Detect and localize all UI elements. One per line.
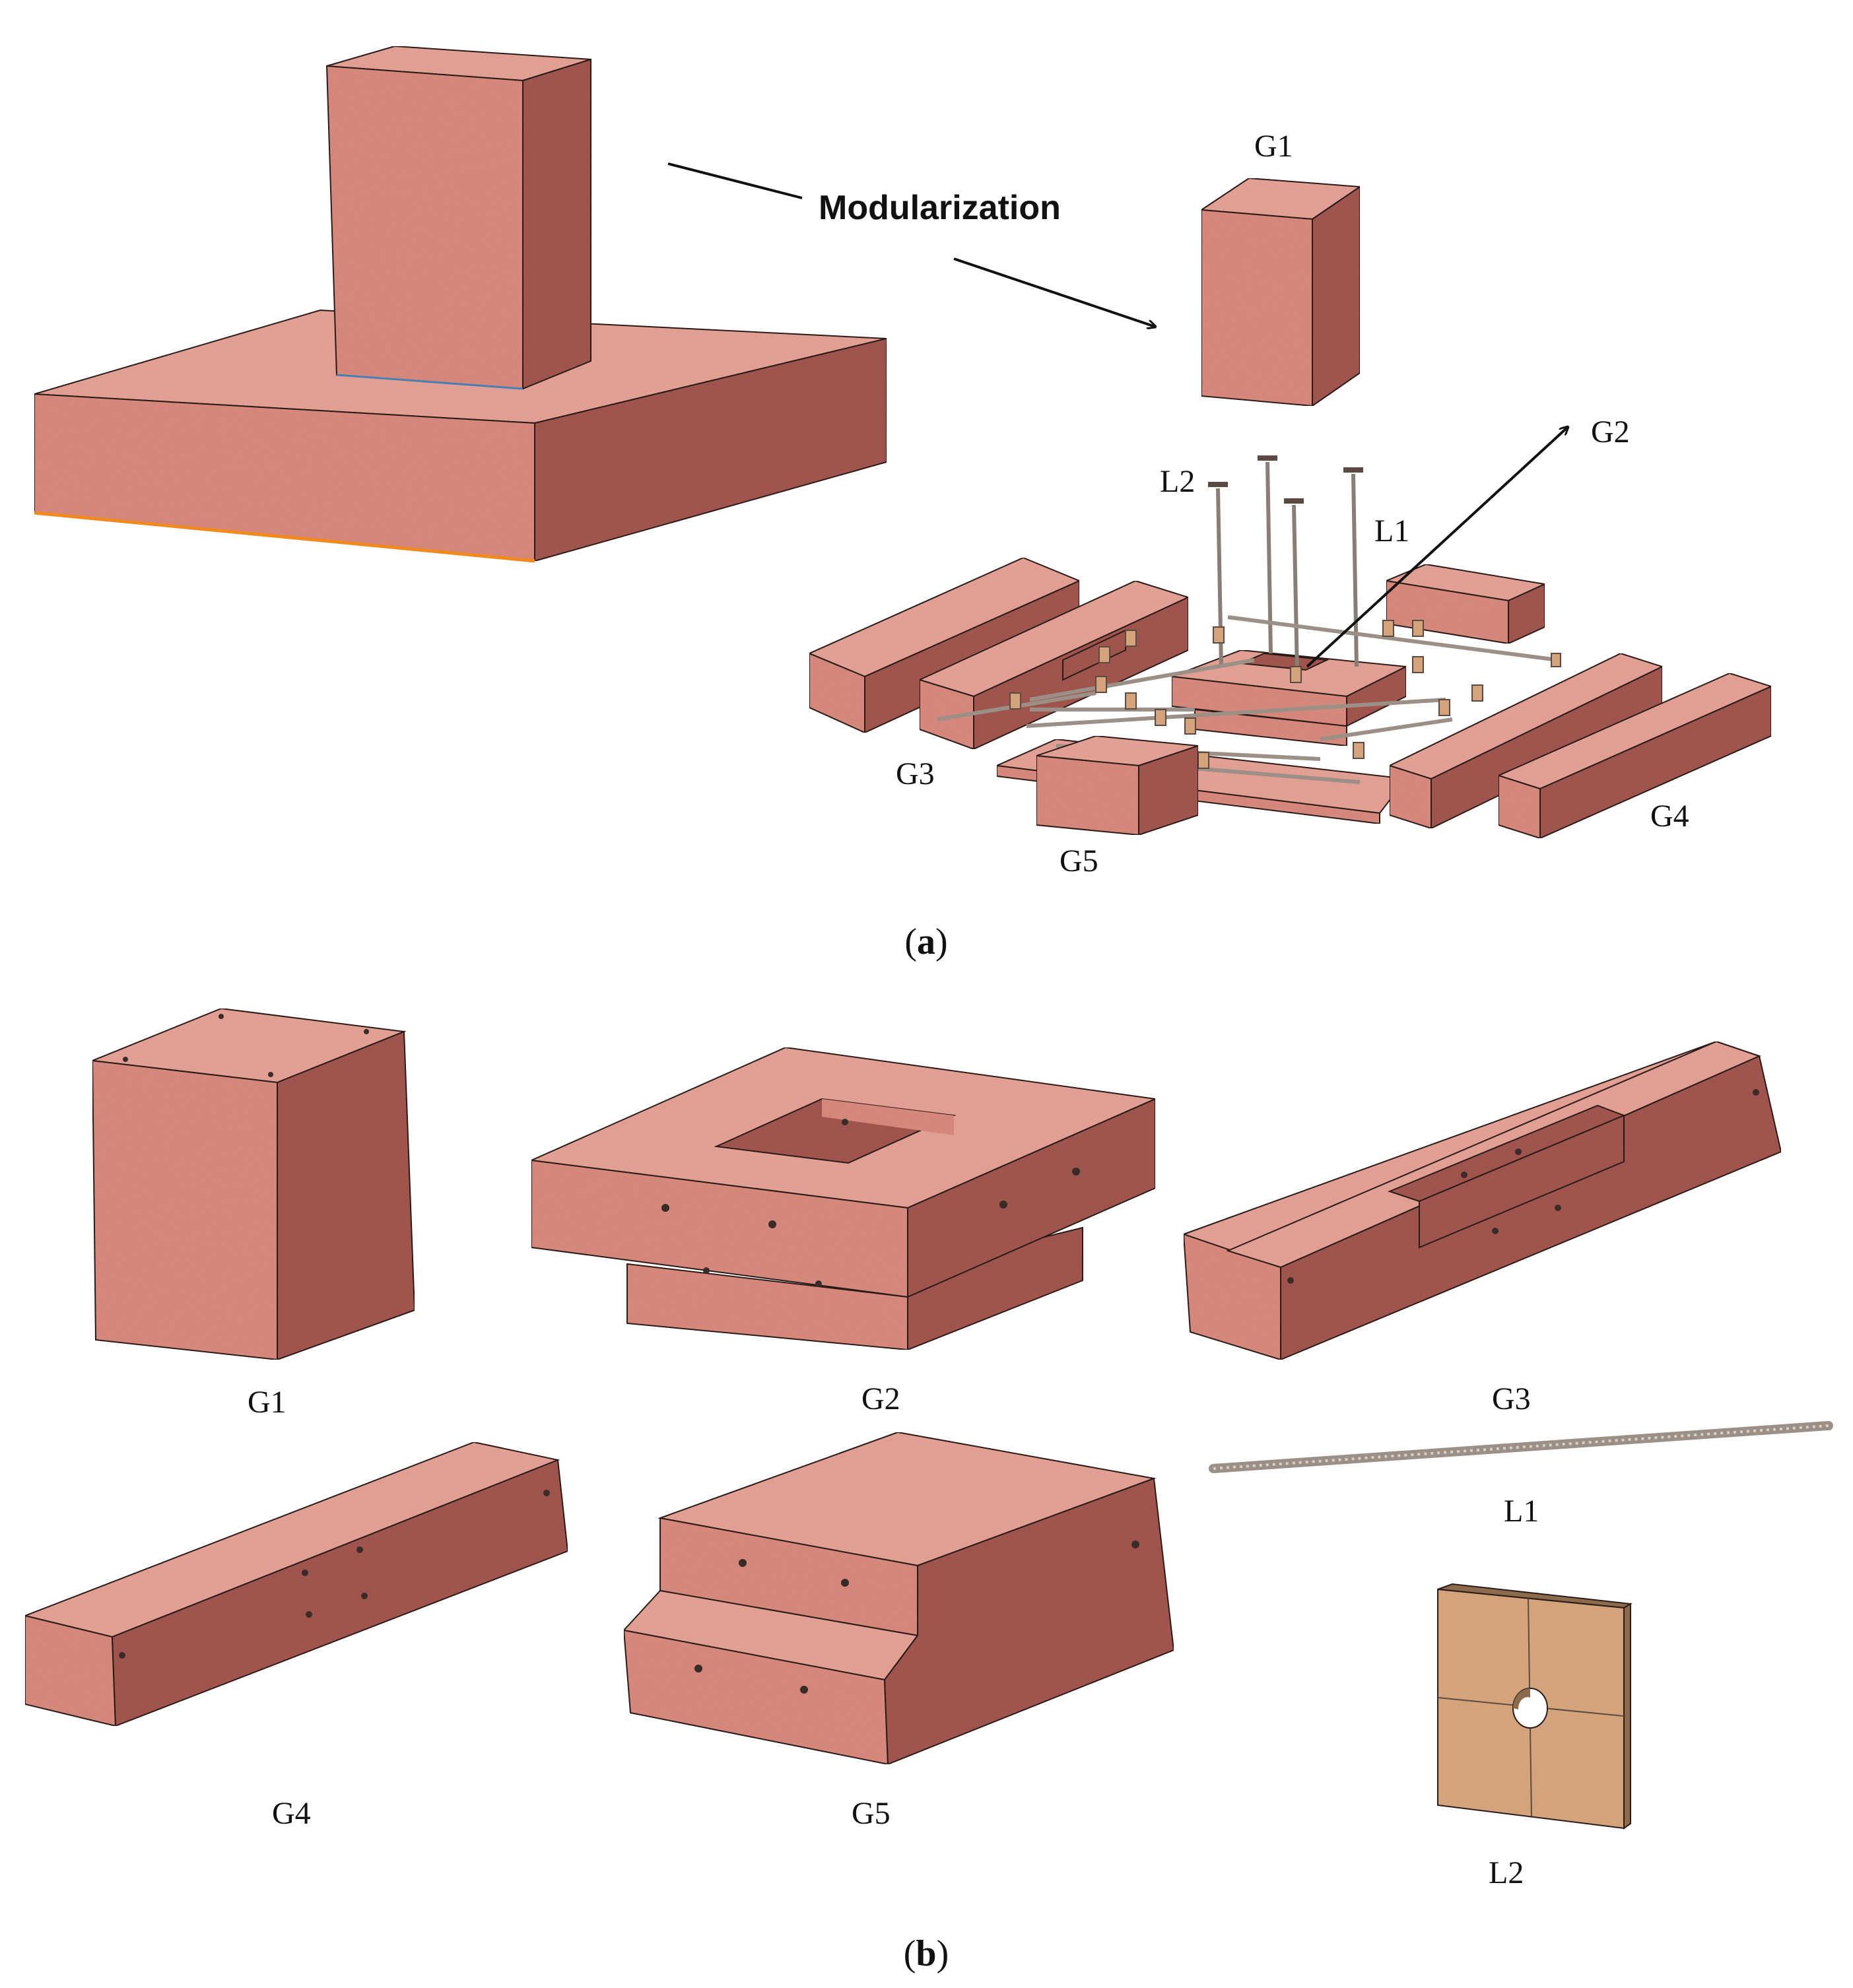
footing-base-side	[534, 337, 887, 562]
exploded-assembly	[807, 455, 1773, 840]
footing-bottom-edge-accent	[34, 511, 535, 563]
label-b-g1: G1	[248, 1385, 286, 1420]
label-a-g2: G2	[1591, 414, 1630, 449]
caption-b: (b)	[904, 1933, 949, 1974]
module-b-g3	[1182, 1040, 1782, 1361]
label-a-g5: G5	[1060, 844, 1098, 878]
assembly-tie-rods	[937, 615, 1559, 784]
arrow-to-g2	[1306, 427, 1568, 668]
modularization-line	[667, 162, 803, 199]
module-b-l2-plate	[1437, 1583, 1633, 1830]
footing-column-side	[522, 58, 591, 390]
label-b-l1: L1	[1504, 1494, 1539, 1529]
label-a-l2: L2	[1160, 464, 1195, 499]
module-b-g5-holes	[694, 1541, 1139, 1694]
assembly-beam-right-inner	[1388, 652, 1664, 830]
assembly-block-back-right	[1384, 563, 1547, 645]
assembly-beam-g4	[1497, 672, 1773, 840]
modularization-arrow	[953, 257, 1155, 327]
module-b-g1	[91, 1007, 416, 1361]
column-base-edge	[336, 374, 523, 390]
label-b-g2: G2	[861, 1381, 900, 1416]
label-b-g4: G4	[272, 1796, 311, 1831]
module-b-g4	[22, 1441, 569, 1727]
label-a-g3: G3	[896, 756, 935, 791]
panel-b: G1 G2 G3	[22, 1007, 1833, 1974]
module-a-g1	[1199, 177, 1362, 407]
module-b-g2-holes	[661, 1119, 1080, 1287]
module-b-g3-holes	[1287, 1089, 1759, 1284]
label-a-g1: G1	[1254, 129, 1293, 164]
assembly-center-g2	[1171, 649, 1409, 747]
label-a-l1: L1	[1374, 514, 1409, 548]
label-b-g3: G3	[1492, 1381, 1531, 1416]
label-b-l2: L2	[1489, 1855, 1524, 1890]
label-b-g5: G5	[852, 1796, 891, 1831]
module-b-g5	[623, 1431, 1175, 1766]
module-b-l1-rod	[1209, 1421, 1833, 1473]
caption-a: (a)	[904, 921, 947, 962]
modularization-label: Modularization	[819, 189, 1061, 227]
assembly-plates-l2	[1009, 620, 1561, 769]
label-a-g4: G4	[1650, 799, 1689, 834]
footing-column-front	[325, 65, 523, 390]
panel-a: Modularization G1	[34, 45, 1773, 962]
module-b-g4-holes	[119, 1490, 550, 1659]
assembly-block-g5	[1036, 735, 1199, 836]
module-b-g2	[529, 1046, 1158, 1351]
module-b-g1-holes	[123, 1014, 369, 1077]
original-footing	[34, 45, 887, 562]
assembly-rod-heads	[1208, 455, 1363, 504]
